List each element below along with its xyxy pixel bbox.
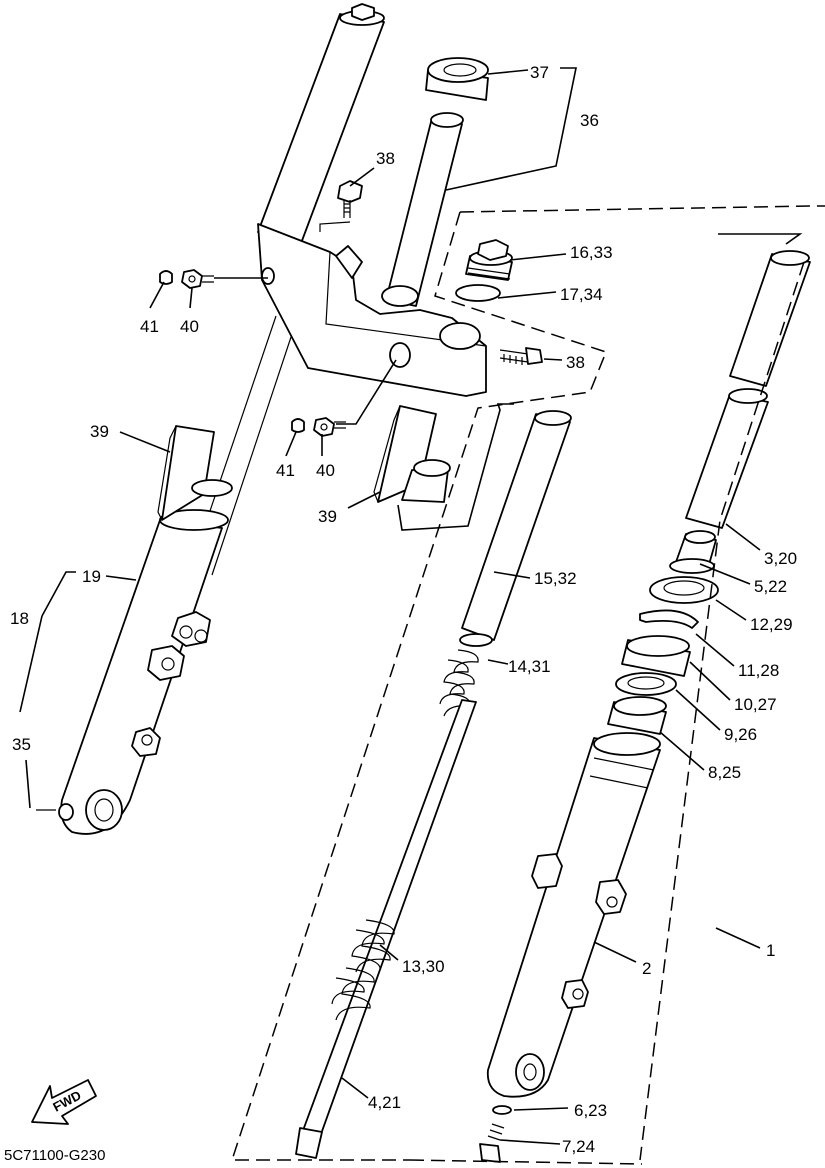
callout-40-mid: 40 [316, 461, 335, 480]
callout-11-28: 11,28 [738, 661, 779, 680]
bolt-38-right [500, 348, 542, 365]
callout-5-22: 5,22 [754, 577, 787, 596]
callout-40-top: 40 [180, 317, 199, 336]
steering-stem-hole [440, 323, 480, 349]
callout-1: 1 [766, 941, 775, 960]
oil-seal-10 [622, 636, 690, 676]
callout-3-20: 3,20 [764, 549, 797, 568]
bolt-40-cap-41-mid [292, 418, 346, 436]
callout-4-21: 4,21 [368, 1093, 401, 1112]
left-fork-assembly [59, 4, 384, 834]
slide-bushing-5 [670, 531, 716, 573]
callout-10-27: 10,27 [734, 695, 777, 714]
bolt-40-cap-41-top [160, 270, 214, 288]
callout-37: 37 [530, 63, 549, 82]
callout-39-left: 39 [90, 422, 109, 441]
callout-38-right: 38 [566, 353, 585, 372]
fork-guard-39-right [374, 406, 450, 502]
under-bracket [258, 113, 486, 396]
fwd-arrow-icon: FWD [32, 1080, 96, 1124]
spacer-tube-15 [462, 411, 571, 640]
steering-bearing-37 [426, 58, 488, 100]
drain-bolt-7 [480, 1124, 504, 1162]
o-ring-17 [456, 285, 500, 301]
callout-38-top: 38 [376, 149, 395, 168]
callout-2: 2 [642, 959, 651, 978]
callout-41-top: 41 [140, 317, 159, 336]
callout-14-31: 14,31 [508, 657, 551, 676]
callout-36: 36 [580, 111, 599, 130]
upper-inner-tube [258, 14, 384, 246]
copper-washer-6 [493, 1106, 511, 1114]
callout-8-25: 8,25 [708, 763, 741, 782]
steering-stem [386, 118, 462, 306]
callout-labels: 37 36 38 16,33 17,34 38 41 40 39 41 40 3… [10, 63, 797, 1156]
outer-tube-2 [488, 733, 660, 1097]
callout-17-34: 17,34 [560, 285, 603, 304]
callout-7-24: 7,24 [562, 1137, 595, 1156]
callout-35: 35 [12, 735, 31, 754]
callout-9-26: 9,26 [724, 725, 757, 744]
callout-41-mid: 41 [276, 461, 295, 480]
leader-lines [20, 68, 800, 1144]
cap-bolt-16 [466, 240, 512, 280]
fork-guard-39-left [158, 426, 232, 520]
callout-12-29: 12,29 [750, 615, 793, 634]
callout-18: 18 [10, 609, 29, 628]
axle-boss [86, 790, 122, 830]
callout-15-32: 15,32 [534, 569, 577, 588]
dust-seal-9 [616, 673, 676, 695]
washer-14 [460, 634, 492, 646]
damper-rod-4 [296, 700, 476, 1158]
inner-tube-3 [686, 251, 810, 528]
callout-6-23: 6,23 [574, 1101, 607, 1120]
circlip-11 [640, 610, 698, 628]
assembly-outlines [232, 206, 825, 1164]
callout-19: 19 [82, 567, 101, 586]
outer-bushing-8 [608, 697, 666, 734]
callout-16-33: 16,33 [570, 243, 613, 262]
callout-13-30: 13,30 [402, 957, 445, 976]
callout-39-right: 39 [318, 507, 337, 526]
diagram-code: 5C71100-G230 [4, 1147, 105, 1164]
rebound-spring-13 [332, 920, 394, 1020]
bolt-38-top [338, 181, 362, 218]
washer-12 [650, 577, 718, 603]
